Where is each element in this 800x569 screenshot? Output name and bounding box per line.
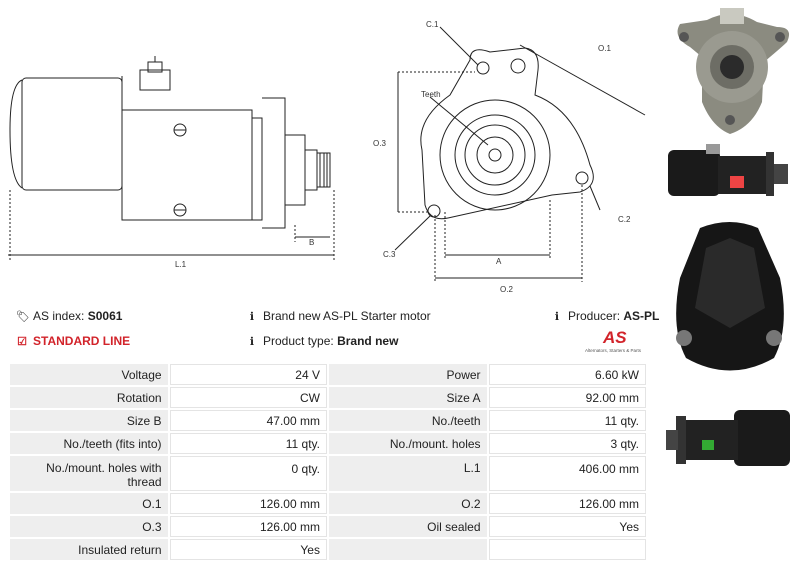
spec-value: 126.00 mm — [169, 516, 327, 537]
spec-label: Size B — [10, 410, 168, 431]
spec-label: Size A — [328, 387, 487, 408]
table-row: Insulated return Yes — [10, 539, 646, 560]
spec-value: Yes — [488, 516, 646, 537]
info-icon: ℹ — [554, 310, 560, 323]
spec-value: 406.00 mm — [488, 456, 646, 491]
dim-c2-label: C.2 — [618, 215, 631, 224]
spec-label — [328, 539, 487, 560]
spec-value: 126.00 mm — [169, 493, 327, 514]
dim-o3-label: O.3 — [373, 139, 386, 148]
dim-l1-label: L.1 — [175, 260, 187, 269]
checkbox-icon: ☑ — [17, 335, 27, 348]
brand-text: Brand new AS-PL Starter motor — [263, 309, 431, 323]
dim-o2-label: O.2 — [500, 285, 513, 294]
spec-label: No./mount. holes — [328, 433, 487, 454]
table-row: O.3 126.00 mm Oil sealed Yes — [10, 516, 646, 537]
specs-table: Voltage 24 V Power 6.60 kW Rotation CW S… — [8, 362, 648, 562]
product-photo-side-bottom — [664, 400, 796, 480]
product-photo-side-top — [664, 142, 794, 204]
spec-value: 24 V — [169, 364, 327, 385]
product-type-row: ℹ Product type: Brand new — [246, 334, 399, 348]
spec-label: O.3 — [10, 516, 168, 537]
spec-value: 11 qty. — [488, 410, 646, 431]
producer-label: Producer: — [568, 309, 621, 323]
dim-a-label: A — [496, 257, 502, 266]
tag-icon: 🏷 — [16, 310, 30, 323]
spec-label: Oil sealed — [328, 516, 487, 537]
spec-value: Yes — [169, 539, 327, 560]
spec-label: No./teeth — [328, 410, 487, 431]
producer-row: ℹ Producer: AS-PL — [551, 309, 659, 323]
producer-value: AS-PL — [623, 309, 660, 323]
logo-mark: AS — [603, 328, 627, 347]
dim-c3-label: C.3 — [383, 250, 396, 259]
spec-label: O.2 — [328, 493, 487, 514]
spec-value: 11 qty. — [169, 433, 327, 454]
spec-label: Rotation — [10, 387, 168, 408]
product-photo-front — [662, 2, 796, 140]
technical-drawing: L.1 B C.1 O.1 Teeth O.3 C.2 C.3 A O.2 — [0, 0, 655, 300]
spec-label: No./mount. holes with thread — [10, 456, 168, 491]
spec-value: 6.60 kW — [488, 364, 646, 385]
spec-label: L.1 — [328, 456, 487, 491]
spec-value: 0 qty. — [169, 456, 327, 491]
spec-value: CW — [169, 387, 327, 408]
dim-b-label: B — [309, 238, 314, 247]
logo-tagline: Alternators, Starters & Parts — [585, 348, 642, 353]
info-icon: ℹ — [249, 335, 255, 348]
brand-row: ℹ Brand new AS-PL Starter motor — [246, 309, 431, 323]
spec-label: Insulated return — [10, 539, 168, 560]
spec-value: 3 qty. — [488, 433, 646, 454]
table-row: O.1 126.00 mm O.2 126.00 mm — [10, 493, 646, 514]
spec-label: Voltage — [10, 364, 168, 385]
dim-o1-label: O.1 — [598, 44, 611, 53]
info-icon: ℹ — [249, 310, 255, 323]
spec-value: 126.00 mm — [488, 493, 646, 514]
standard-line-row: ☑ STANDARD LINE — [16, 334, 130, 348]
table-row: Voltage 24 V Power 6.60 kW — [10, 364, 646, 385]
table-row: No./teeth (fits into) 11 qty. No./mount.… — [10, 433, 646, 454]
product-type-value: Brand new — [337, 334, 399, 348]
spec-label: Power — [328, 364, 487, 385]
spec-value — [488, 539, 646, 560]
as-index-row: 🏷 AS index: S0061 — [16, 309, 122, 323]
spec-value: 47.00 mm — [169, 410, 327, 431]
product-type-label: Product type: — [263, 334, 334, 348]
spec-label: No./teeth (fits into) — [10, 433, 168, 454]
table-row: Size B 47.00 mm No./teeth 11 qty. — [10, 410, 646, 431]
table-row: Rotation CW Size A 92.00 mm — [10, 387, 646, 408]
as-index-value: S0061 — [87, 309, 123, 323]
dim-teeth-label: Teeth — [421, 90, 441, 99]
product-photo-end-cap — [670, 218, 790, 378]
as-index-label: AS index: — [33, 309, 85, 323]
table-row: No./mount. holes with thread 0 qty. L.1 … — [10, 456, 646, 491]
dim-c1-label: C.1 — [426, 20, 439, 29]
spec-label: O.1 — [10, 493, 168, 514]
standard-line-label: STANDARD LINE — [33, 334, 131, 348]
as-pl-logo: AS Alternators, Starters & Parts — [585, 328, 651, 356]
spec-value: 92.00 mm — [488, 387, 646, 408]
starter-motor-drawing: L.1 B C.1 O.1 Teeth O.3 C.2 C.3 A O.2 — [8, 20, 646, 294]
